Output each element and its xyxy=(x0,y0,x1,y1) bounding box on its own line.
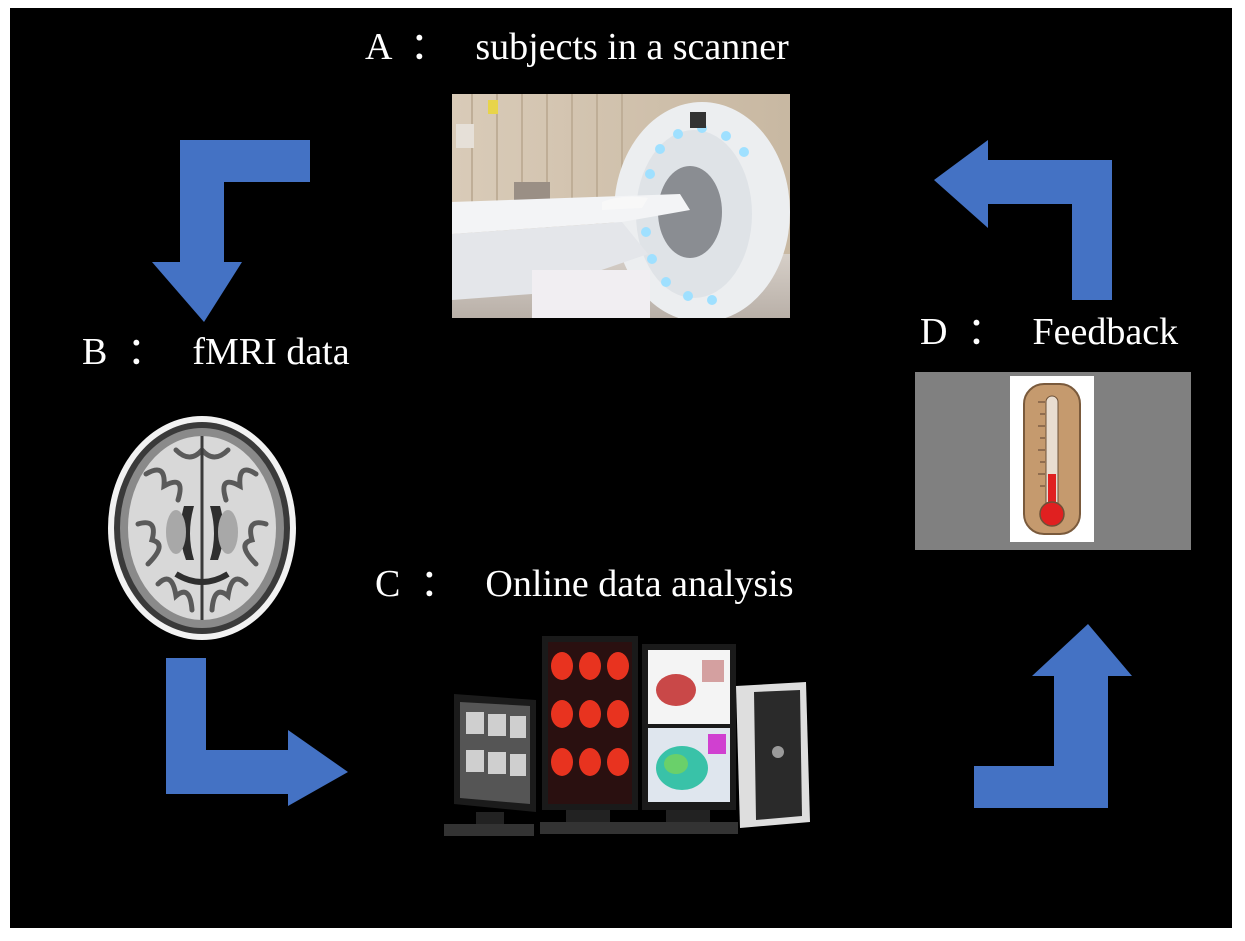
step-c-separator: ： xyxy=(419,563,458,605)
feedback-panel xyxy=(915,372,1191,550)
arrow-b-to-c xyxy=(166,658,348,806)
workstation-monitors xyxy=(444,636,810,836)
step-b-label: B ： fMRI data xyxy=(82,333,350,371)
step-a-separator: ： xyxy=(409,26,448,68)
thermometer-icon xyxy=(1010,376,1094,542)
step-c-text: Online data analysis xyxy=(485,563,794,605)
step-c-letter: C xyxy=(375,563,401,605)
arrow-a-to-b xyxy=(152,140,310,322)
step-d-text: Feedback xyxy=(1032,311,1179,353)
step-a-letter: A xyxy=(365,26,391,68)
step-d-label: D ： Feedback xyxy=(920,313,1178,351)
step-d-separator: ： xyxy=(966,311,1005,353)
step-b-separator: ： xyxy=(126,331,165,373)
step-b-text: fMRI data xyxy=(192,331,350,373)
step-d-letter: D xyxy=(920,311,948,353)
mri-scanner-photo xyxy=(452,94,790,318)
step-c-label: C ： Online data analysis xyxy=(375,565,794,603)
diagram-frame: A ： subjects in a scanner xyxy=(10,8,1232,928)
arrow-d-to-a xyxy=(934,140,1112,300)
step-a-label: A ： subjects in a scanner xyxy=(365,28,789,66)
arrow-c-to-d xyxy=(974,624,1132,808)
step-a-text: subjects in a scanner xyxy=(475,26,789,68)
step-b-letter: B xyxy=(82,331,108,373)
brain-mri-slice xyxy=(108,416,296,640)
